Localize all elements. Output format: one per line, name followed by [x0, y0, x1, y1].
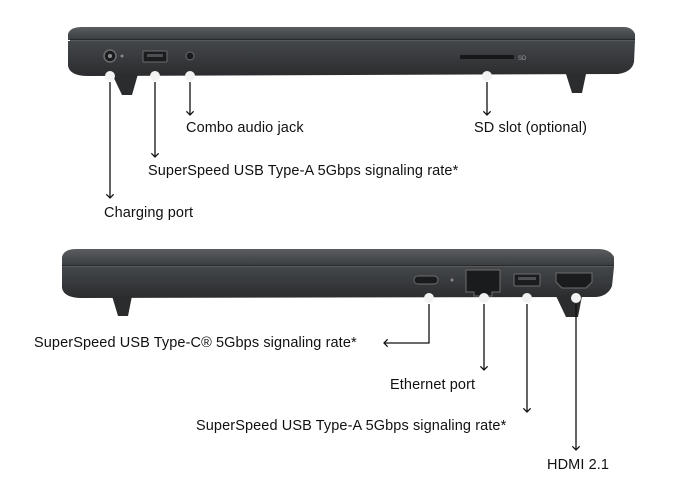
laptop-left-side	[68, 27, 635, 95]
laptop-base	[68, 41, 635, 76]
laptop-lid	[68, 27, 635, 40]
laptop-right-side	[62, 249, 614, 317]
callout-combo-audio-jack: Combo audio jack	[186, 120, 304, 136]
sd-marking: SD	[518, 56, 527, 62]
callout-usb-a-top: SuperSpeed USB Type-A 5Gbps signaling ra…	[148, 163, 459, 179]
callout-hdmi: HDMI 2.1	[547, 457, 610, 473]
top-leader-lines	[105, 82, 492, 199]
laptop-lid	[62, 249, 614, 266]
callout-ethernet-port: Ethernet port	[390, 377, 476, 393]
callout-usb-a-bottom: SuperSpeed USB Type-A 5Gbps signaling ra…	[196, 418, 507, 434]
callout-sd-slot: SD slot (optional)	[474, 120, 588, 136]
callout-charging-port: Charging port	[104, 205, 194, 221]
bottom-leader-lines	[383, 304, 581, 451]
callout-usb-c: SuperSpeed USB Type-C® 5Gbps signaling r…	[34, 335, 357, 351]
